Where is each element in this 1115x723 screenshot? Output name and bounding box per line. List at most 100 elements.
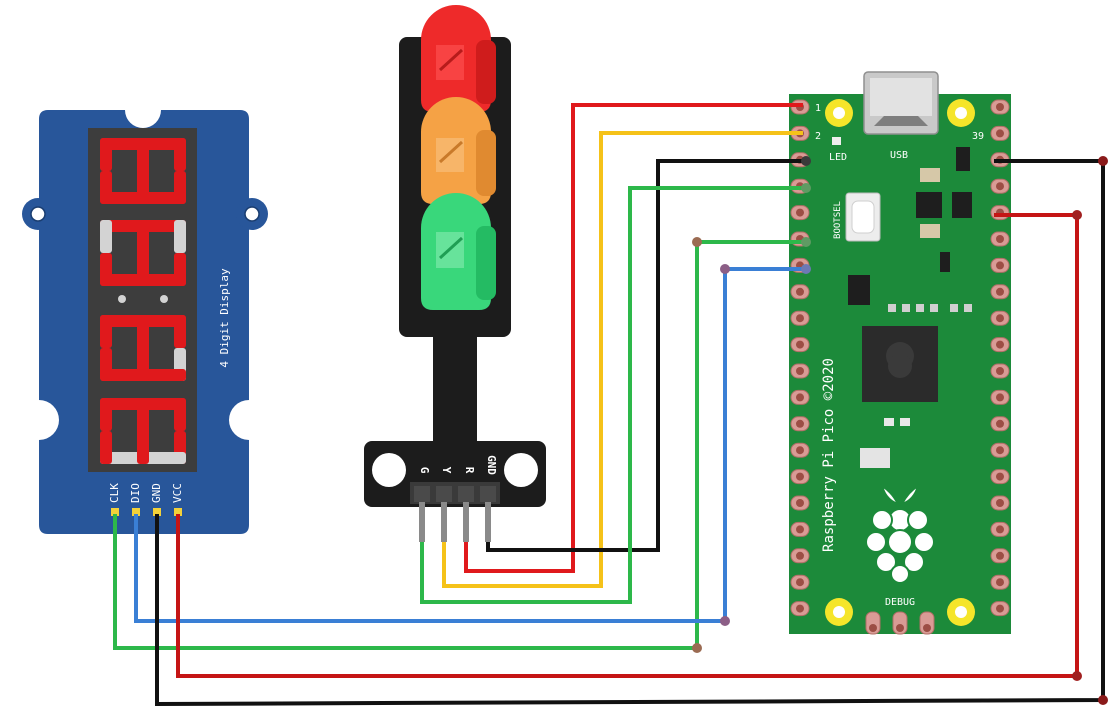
seven-segment-digits	[100, 138, 186, 464]
pico-brand-label: Raspberry Pi Pico ©2020	[821, 358, 837, 552]
debug-pin-pad	[892, 611, 908, 635]
pico-pin-pad	[790, 495, 810, 511]
pico-pin-pad	[990, 284, 1010, 300]
pico-pin-pad	[990, 389, 1010, 405]
pico-pin-pad	[990, 178, 1010, 194]
segment	[137, 138, 149, 204]
segment	[174, 138, 186, 171]
wire-yellow-y-to-pin2	[442, 131, 803, 588]
traffic-light-header	[410, 482, 500, 542]
pin-1-label: 1	[815, 103, 821, 114]
raspberry-pi-pico-board: 1 2 39 LED USB BOOTSEL	[789, 71, 1011, 635]
segment	[100, 253, 112, 286]
display-pin-vcc-label: VCC	[171, 483, 184, 503]
pico-pin-pad	[990, 337, 1010, 353]
debug-label: DEBUG	[885, 597, 915, 608]
colon-dot	[160, 295, 168, 303]
crystal	[860, 448, 890, 468]
display-pin-pad	[153, 508, 161, 516]
segment	[100, 398, 112, 431]
traffic-pin-g-label: G	[418, 467, 431, 474]
pico-pin-pad	[990, 231, 1010, 247]
raspberry-pi-logo-icon	[865, 483, 935, 584]
segment	[100, 315, 112, 348]
pico-pin-pad	[790, 310, 810, 326]
traffic-pin-gnd-label: GND	[485, 455, 498, 475]
pico-pin-pad	[990, 469, 1010, 485]
pico-pin-pad	[990, 495, 1010, 511]
pico-pin-pad	[790, 601, 810, 617]
pico-pin-pad	[990, 257, 1010, 273]
traffic-light-module: G Y R GND	[364, 5, 546, 542]
rp2040-chip	[862, 326, 938, 402]
led-label: LED	[829, 152, 847, 163]
wire-green-g-to-pico	[420, 186, 806, 604]
debug-pin-pad	[919, 611, 935, 635]
red-led	[421, 5, 496, 112]
pico-pin-pad	[790, 389, 810, 405]
traffic-pin-r-label: R	[463, 467, 476, 474]
traffic-pin-y-label: Y	[440, 467, 453, 474]
mount-hole	[372, 453, 406, 487]
display-pin-clk-label: CLK	[108, 483, 121, 503]
seven-segment-digit	[100, 398, 186, 464]
segment	[137, 398, 149, 464]
segment	[100, 348, 112, 381]
bootsel-label: BOOTSEL	[833, 201, 843, 239]
pico-pin-pad	[990, 548, 1010, 564]
yellow-led	[421, 97, 496, 204]
usb-connector	[863, 71, 939, 135]
segment	[174, 220, 186, 253]
pico-pin-pad	[790, 521, 810, 537]
display-pin-pad	[132, 508, 140, 516]
display-pin-pad	[174, 508, 182, 516]
pico-pin-pad	[990, 601, 1010, 617]
seven-segment-digit	[100, 315, 186, 381]
pico-pin-pad	[790, 548, 810, 564]
segment	[174, 398, 186, 431]
segment	[100, 171, 112, 204]
four-digit-display-module: 4 Digit Display CLK DIO GND VCC	[22, 110, 268, 534]
segment	[137, 220, 149, 286]
display-pin-gnd-label: GND	[150, 483, 163, 503]
wires	[113, 103, 1108, 707]
colon-dot	[118, 295, 126, 303]
pico-pin-pad	[990, 442, 1010, 458]
pico-pin-pad	[790, 337, 810, 353]
pico-pin-pad	[990, 363, 1010, 379]
segment	[100, 138, 112, 171]
wire-black-gnd-to-pico	[486, 159, 806, 552]
segment	[174, 315, 186, 348]
segment	[100, 431, 112, 464]
segment	[137, 315, 149, 381]
pico-pin-pad	[790, 284, 810, 300]
pico-pin-pad	[790, 416, 810, 432]
pico-pin-pad	[790, 574, 810, 590]
green-led	[421, 193, 496, 310]
pico-pin-pad	[790, 205, 810, 221]
usb-label: USB	[890, 150, 908, 161]
display-pin-pad	[111, 508, 119, 516]
display-pin-dio-label: DIO	[129, 483, 142, 503]
led-indicator	[832, 137, 841, 145]
pico-pin-pad	[990, 99, 1010, 115]
debug-pin-pad	[865, 611, 881, 635]
pico-right-pin-row	[990, 99, 1010, 617]
wire-red-r-to-pin1	[464, 103, 803, 573]
segment	[100, 220, 112, 253]
pico-pin-pad	[990, 310, 1010, 326]
display-title: 4 Digit Display	[218, 268, 231, 368]
pico-pin-pad	[990, 125, 1010, 141]
pin-39-label: 39	[972, 131, 984, 142]
pico-pin-pad	[990, 205, 1010, 221]
mount-hole	[504, 453, 538, 487]
pico-pin-pad	[790, 469, 810, 485]
pico-pin-pad	[790, 442, 810, 458]
pico-pin-pad	[790, 363, 810, 379]
pico-pin-pad	[990, 574, 1010, 590]
seven-segment-digit	[100, 220, 186, 286]
pico-debug-pads	[865, 611, 935, 635]
pico-pin-pad	[990, 521, 1010, 537]
pin-2-label: 2	[815, 131, 821, 142]
